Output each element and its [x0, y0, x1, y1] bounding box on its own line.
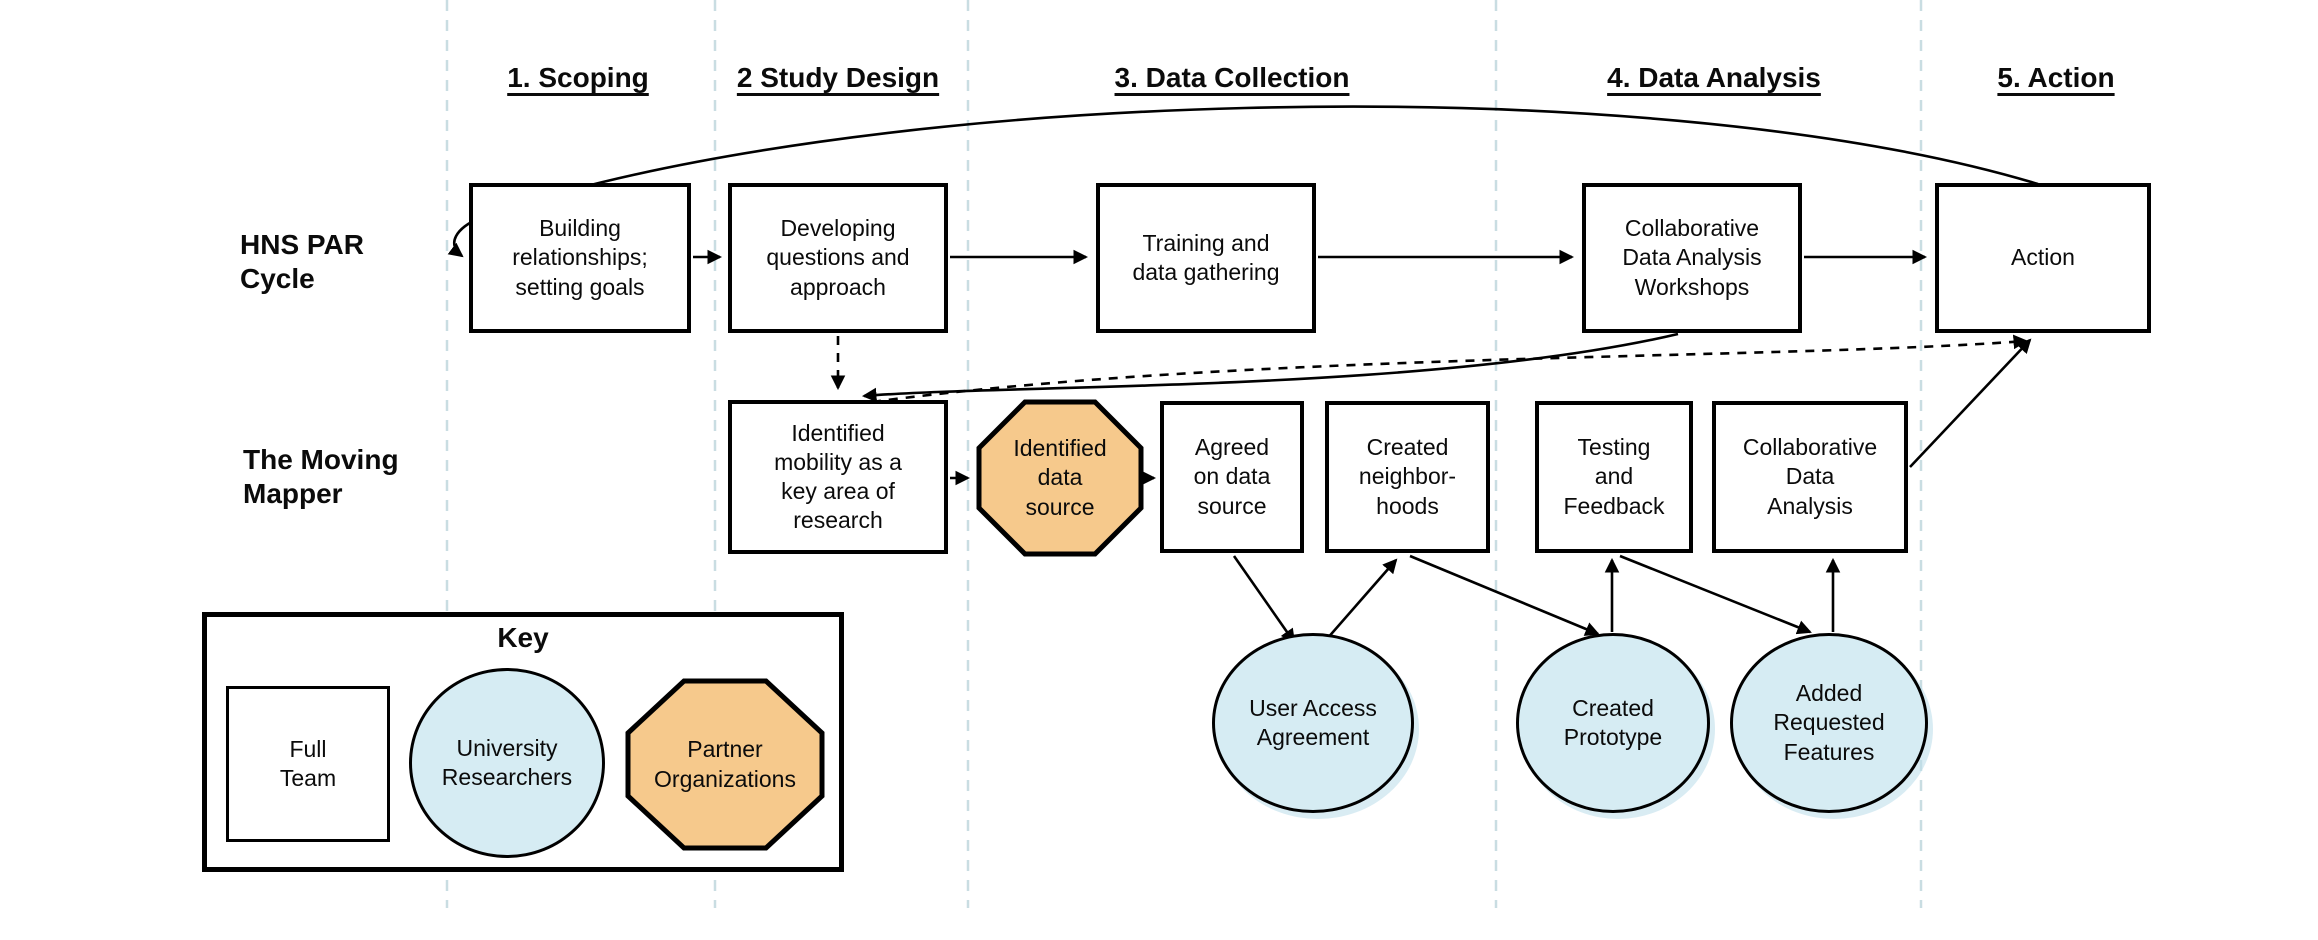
node-label: User Access Agreement: [1249, 694, 1377, 750]
node-label: Collaborative Data Analysis: [1742, 434, 1878, 519]
node-identified-mobility: Identified mobility as a key area of res…: [728, 400, 948, 554]
node-testing-feedback: Testing and Feedback: [1535, 401, 1693, 553]
node-created-neighborhoods: Created neighbor- hoods: [1325, 401, 1490, 553]
node-collaborative-data-analysis: Collaborative Data Analysis: [1712, 401, 1908, 553]
key-partner-organizations: Partner Organizations: [624, 677, 826, 852]
octagon-shape-icon: [625, 678, 825, 851]
arrow-collab-analysis-to-action: [1909, 338, 2032, 468]
output-created-prototype: Created Prototype: [1516, 633, 1710, 813]
output-user-access-agreement: User Access Agreement: [1212, 633, 1414, 813]
arrow-workshops-to-mobility: [861, 332, 1679, 403]
arrow-user-access-to-neighborhoods: [1325, 558, 1398, 641]
octagon-shape-icon: [976, 399, 1144, 557]
node-collaborative-workshops: Collaborative Data Analysis Workshops: [1582, 183, 1802, 333]
arrow-testing-to-features: [1619, 554, 1812, 635]
phase-header-study-design: 2 Study Design: [736, 62, 940, 93]
node-developing-questions: Developing questions and approach: [728, 183, 948, 333]
node-agreed-data-source: Agreed on data source: [1160, 401, 1304, 553]
row-label-hns-par-cycle: HNS PAR Cycle: [240, 229, 364, 294]
phase-header-scoping: 1. Scoping: [507, 62, 649, 93]
node-training-data-gathering: Training and data gathering: [1096, 183, 1316, 333]
phase-header-data-collection: 3. Data Collection: [1114, 62, 1350, 93]
phase-header-data-analysis: 4. Data Analysis: [1607, 62, 1821, 93]
node-label: Identified mobility as a key area of res…: [774, 419, 902, 534]
key-item-label: University Researchers: [441, 734, 573, 790]
arrow-neighborhoods-to-prototype: [1409, 554, 1600, 636]
key-item-label: Partner Organizations: [654, 736, 796, 792]
key-title: Key: [497, 622, 549, 653]
output-added-requested-features: Added Requested Features: [1730, 633, 1928, 813]
node-label: Collaborative Data Analysis Workshops: [1622, 215, 1762, 300]
key-item-label: Full Team: [279, 735, 337, 791]
node-label: Testing and Feedback: [1563, 434, 1665, 519]
node-label: Building relationships; setting goals: [512, 215, 648, 300]
node-label: Action: [2011, 244, 2075, 271]
node-label: Created neighbor- hoods: [1358, 434, 1457, 519]
node-label: Agreed on data source: [1193, 434, 1271, 519]
arrow-agreed-to-user-access: [1232, 555, 1296, 644]
key-university-researchers: University Researchers: [409, 668, 605, 858]
node-label: Created Prototype: [1563, 694, 1663, 750]
node-label: Developing questions and approach: [766, 215, 910, 300]
node-label: Identified data source: [1013, 435, 1107, 520]
node-building-relationships: Building relationships; setting goals: [469, 183, 691, 333]
key-full-team: Full Team: [226, 686, 390, 842]
node-label: Added Requested Features: [1773, 680, 1885, 765]
phase-header-action: 5. Action: [1997, 62, 2115, 93]
node-identified-data-source: Identified data source: [975, 398, 1145, 558]
arrow-mobility-to-action-dashed: [871, 334, 2029, 404]
row-label-moving-mapper: The Moving Mapper: [243, 444, 399, 509]
node-action: Action: [1935, 183, 2151, 333]
node-label: Training and data gathering: [1132, 229, 1280, 285]
